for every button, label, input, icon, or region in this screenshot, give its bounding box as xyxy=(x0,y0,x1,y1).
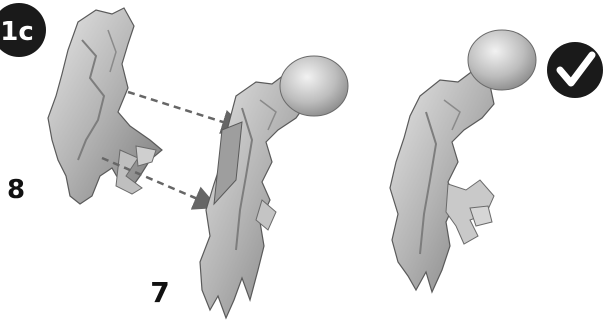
part-7-shape xyxy=(200,56,348,318)
part-label-8: 8 xyxy=(7,175,25,205)
assembled-part-shape xyxy=(390,30,536,292)
part-label-7: 7 xyxy=(150,276,169,309)
check-badge xyxy=(547,42,603,98)
step-badge: 1c xyxy=(0,3,46,57)
step-badge-label: 1c xyxy=(0,17,34,47)
part-8-shape xyxy=(48,8,162,204)
arrow-upper xyxy=(128,92,242,128)
